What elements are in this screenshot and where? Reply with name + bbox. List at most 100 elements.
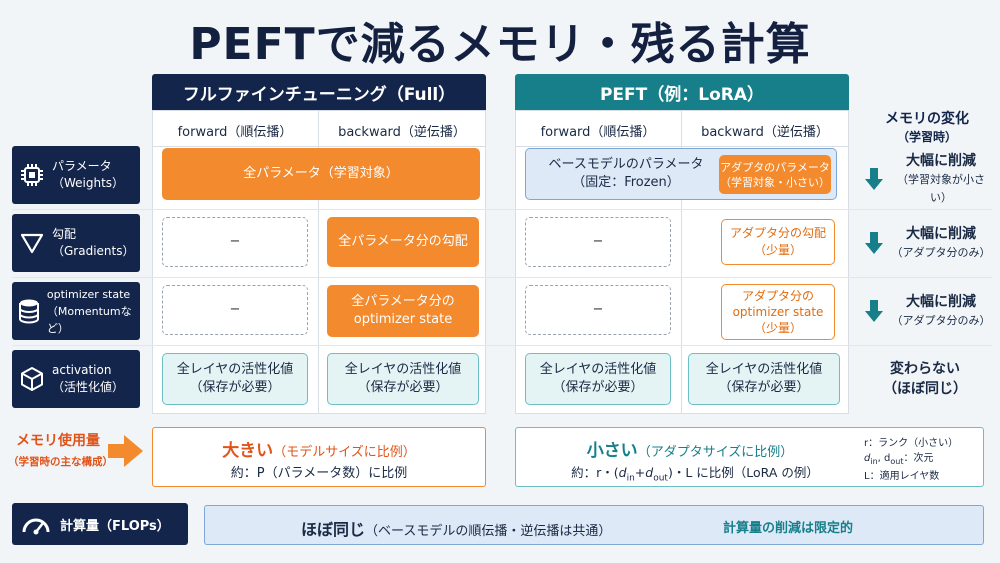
row-label-text: パラメータ xyxy=(52,159,112,173)
full-gradients-forward-cell: − xyxy=(162,217,308,267)
row-label-text: activation xyxy=(52,363,112,377)
peft-gradients-forward-cell: − xyxy=(525,217,671,267)
memory-usage-text: メモリ使用量 xyxy=(16,433,100,449)
legend-part: , d xyxy=(877,453,891,464)
row-label-activation: activation （活性化値） xyxy=(12,350,140,408)
formula-part: in xyxy=(626,473,635,484)
flops-box: ほぼ同じ（ベースモデルの順伝播・逆伝播は共通） 計算量の削減は限定的 xyxy=(204,505,984,545)
change-text: 大幅に削減 xyxy=(906,152,976,169)
full-memory-big: 大きい xyxy=(222,441,274,461)
change-weights: 大幅に削減 （学習対象が小さい） xyxy=(858,150,992,208)
row-separator xyxy=(12,209,992,210)
full-optimizer-forward-cell: − xyxy=(162,285,308,335)
memory-usage-subtext: （学習時の主な構成） xyxy=(8,456,113,468)
cell-subtext: （少量） xyxy=(753,321,802,335)
peft-activation-forward-cell: 全レイヤの活性化値 （保存が必要） xyxy=(525,353,671,405)
legend-part: ：次元 xyxy=(903,453,934,464)
change-subtext: （アダプタ分のみ） xyxy=(891,245,991,259)
header-peft-lora: PEFT（例：LoRA） xyxy=(515,74,849,110)
cell-subtext: （保存が必要） xyxy=(718,380,810,395)
cell-text: アダプタ分の xyxy=(741,289,814,303)
full-backward-header: backward（逆伝播） xyxy=(338,124,466,140)
change-gradients: 大幅に削減 （アダプタ分のみ） xyxy=(858,214,992,272)
cell-text: 全レイヤの活性化値 xyxy=(539,362,657,377)
peft-base-text: ベースモデルのパラメータ xyxy=(548,157,704,172)
peft-adapter-weights-cell: アダプタのパラメータ （学習対象・小さい） xyxy=(719,155,831,194)
change-title-subtext: （学習時） xyxy=(896,130,957,144)
arrow-down-icon xyxy=(858,166,890,192)
flops-note: 計算量の削減は限定的 xyxy=(723,521,854,536)
cell-subtext: （保存が必要） xyxy=(357,380,449,395)
peft-col-header-line xyxy=(515,146,849,147)
cell-subtext: （保存が必要） xyxy=(189,380,281,395)
page-title: PEFTで減るメモリ・残る計算 xyxy=(189,19,811,70)
change-activation: 変わらない （ほぼ同じ） xyxy=(858,350,992,408)
speedometer-icon xyxy=(12,513,60,535)
row-label-subtext: （Weights） xyxy=(52,176,125,190)
full-memory-paren: （モデルサイズに比例） xyxy=(273,445,416,460)
flops-label: 計算量（FLOPs） xyxy=(12,503,188,545)
header-full-finetuning: フルファインチューニング（Full） xyxy=(152,74,486,110)
cube-icon xyxy=(12,366,52,392)
cell-text: 全パラメータ分の xyxy=(351,294,455,309)
change-subtext: （学習対象が小さい） xyxy=(897,172,985,204)
peft-memory-formula: 約：r・(din+dout)・L に比例（LoRA の例） xyxy=(530,462,860,484)
legend-L: L：適用レイヤ数 xyxy=(864,471,940,482)
peft-memory-paren: （アダプタサイズに比例） xyxy=(637,445,794,460)
row-label-subtext: （活性化値） xyxy=(52,380,125,394)
arrow-down-icon xyxy=(858,230,890,256)
peft-base-subtext: （固定：Frozen） xyxy=(572,175,680,190)
legend-r: r：ランク（小さい） xyxy=(864,438,959,449)
peft-gradients-backward-cell: アダプタ分の勾配 （少量） xyxy=(721,219,835,265)
full-divider xyxy=(318,110,319,414)
database-icon xyxy=(12,298,47,324)
arrow-right-icon xyxy=(108,434,144,472)
full-optimizer-backward-cell: 全パラメータ分の optimizer state xyxy=(327,285,479,337)
full-activation-backward-cell: 全レイヤの活性化値 （保存が必要） xyxy=(327,353,479,405)
change-optimizer: 大幅に削減（アダプタ分のみ） xyxy=(858,282,992,340)
full-memory-box: 大きい（モデルサイズに比例） 約：P（パラメータ数）に比例 xyxy=(152,427,486,487)
flops-paren: （ベースモデルの順伝播・逆伝播は共通） xyxy=(365,524,612,539)
row-separator xyxy=(12,277,992,278)
full-gradients-backward-cell: 全パラメータ分の勾配 xyxy=(327,217,479,267)
flops-main: ほぼ同じ xyxy=(301,520,366,539)
peft-memory-legend: r：ランク（小さい） din, dout：次元 L：適用レイヤ数 xyxy=(864,436,958,484)
chip-icon xyxy=(12,162,52,188)
change-subtext: （アダプタ分のみ） xyxy=(891,313,991,327)
peft-forward-header: forward（順伝播） xyxy=(540,124,656,140)
cell-subtext: （保存が必要） xyxy=(552,380,644,395)
memory-usage-label: メモリ使用量 （学習時の主な構成） xyxy=(8,430,113,469)
change-text: 大幅に削減 xyxy=(906,225,976,242)
change-text: 変わらない xyxy=(890,361,960,377)
full-activation-forward-cell: 全レイヤの活性化値 （保存が必要） xyxy=(162,353,308,405)
formula-part: + xyxy=(634,465,646,480)
row-label-subtext: （Gradients） xyxy=(52,244,135,258)
peft-memory-big: 小さい xyxy=(586,441,638,461)
full-forward-header: forward（順伝播） xyxy=(177,124,293,140)
legend-part: in xyxy=(870,457,878,466)
cell-subtext: （少量） xyxy=(753,243,802,257)
cell-text: 全レイヤの活性化値 xyxy=(176,362,294,377)
peft-memory-box: 小さい（アダプタサイズに比例） 約：r・(din+dout)・L に比例（LoR… xyxy=(515,427,984,487)
peft-divider xyxy=(681,110,682,414)
arrow-down-icon xyxy=(858,298,890,324)
formula-part: )・L に比例（LoRA の例） xyxy=(667,465,819,480)
flops-label-text: 計算量（FLOPs） xyxy=(60,518,170,534)
full-memory-formula: 約：P（パラメータ数）に比例 xyxy=(230,466,408,481)
full-weights-cell: 全パラメータ（学習対象） xyxy=(162,148,480,200)
formula-part: out xyxy=(653,473,668,484)
formula-part: 約：r・( xyxy=(571,465,619,480)
peft-backward-header: backward（逆伝播） xyxy=(701,124,829,140)
change-subtext: （ほぼ同じ） xyxy=(883,381,967,397)
cell-text: 全レイヤの活性化値 xyxy=(705,362,823,377)
formula-part: d xyxy=(618,465,627,480)
cell-text: optimizer state xyxy=(732,305,824,319)
peft-optimizer-forward-cell: − xyxy=(525,285,671,335)
legend-d: din, dout：次元 xyxy=(864,451,958,469)
row-label-optimizer: optimizer state（Momentumなど） xyxy=(12,282,140,340)
full-col-header-line xyxy=(152,146,486,147)
peft-adapter-subtext: （学習対象・小さい） xyxy=(720,175,830,189)
legend-part: out xyxy=(890,457,904,466)
change-title-text: メモリの変化 xyxy=(885,111,969,127)
formula-part: d xyxy=(645,465,654,480)
